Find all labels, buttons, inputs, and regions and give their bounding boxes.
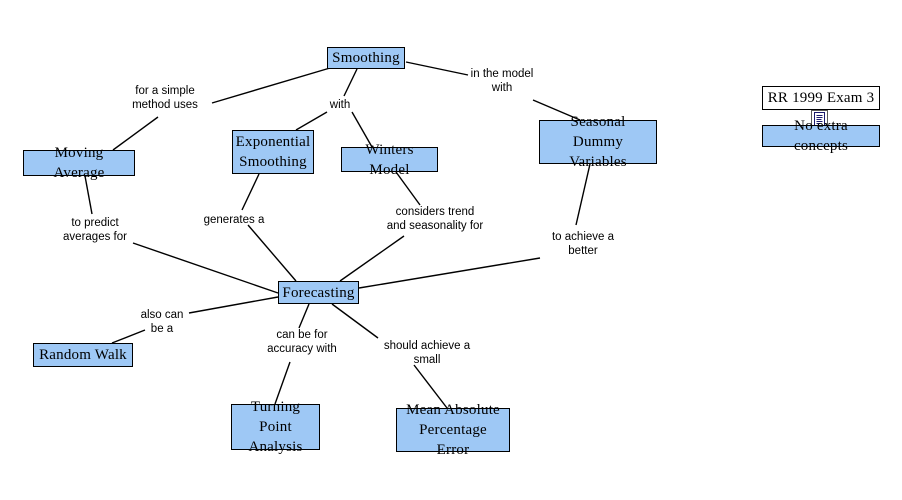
edge-label-simple-to-moving-average xyxy=(112,116,159,151)
node-mean-absolute-percentage-error[interactable]: Mean Absolute Percentage Error xyxy=(396,402,510,458)
edge-forecasting-to-label-alsocan xyxy=(188,296,279,314)
node-forecasting[interactable]: Forecasting xyxy=(278,281,359,304)
node-moving-average[interactable]: Moving Average xyxy=(23,145,135,181)
edge-label-achieve-to-forecasting xyxy=(358,257,541,289)
edge-forecasting-to-label-small xyxy=(331,303,379,339)
edge-label-predict-to-forecasting xyxy=(132,242,279,294)
edge-label-with-to-exponential xyxy=(295,111,328,131)
edge-label-with-to-winters xyxy=(351,111,373,148)
edge-smoothing-to-label-inmodel xyxy=(405,61,469,76)
link-label-with: with xyxy=(329,99,351,111)
node-exponential-smoothing[interactable]: Exponential Smoothing xyxy=(232,130,314,174)
link-label-can-be-for-accuracy-with: can be for accuracy with xyxy=(267,329,337,355)
node-random-walk[interactable]: Random Walk xyxy=(33,343,133,367)
edge-smoothing-to-label-with xyxy=(343,68,358,97)
link-label-in-the-model-with: in the model with xyxy=(470,68,534,94)
link-label-for-a-simple-method-uses: for a simple method uses xyxy=(132,85,198,111)
edge-forecasting-to-label-accuracy xyxy=(298,303,310,329)
node-no-extra-concepts[interactable]: No extra concepts xyxy=(762,118,880,154)
node-seasonal-dummy-variables[interactable]: Seasonal Dummy Variables xyxy=(539,114,657,170)
edge-label-small-to-mape xyxy=(413,364,448,409)
node-turning-point-analysis[interactable]: Turning Point Analysis xyxy=(231,399,320,455)
node-smoothing[interactable]: Smoothing xyxy=(327,47,405,69)
node-winters-model[interactable]: Winters Model xyxy=(341,142,438,178)
edge-seasonal-to-label-achieve xyxy=(575,163,591,226)
link-label-considers-trend-and-seasonality-for: considers trend and seasonality for xyxy=(386,206,484,232)
edge-smoothing-to-label-simple xyxy=(211,67,331,104)
link-label-to-predict-averages-for: to predict averages for xyxy=(63,217,127,243)
link-label-to-achieve-a-better: to achieve a better xyxy=(551,231,615,257)
edge-label-inmodel-to-seasonal xyxy=(532,99,581,121)
link-label-generates-a: generates a xyxy=(203,214,265,226)
edge-label-alsocan-to-random-walk xyxy=(111,329,146,344)
link-label-also-can-be-a: also can be a xyxy=(140,309,184,335)
edge-moving-average-to-label-predict xyxy=(84,175,93,215)
edge-label-generates-to-forecasting xyxy=(247,224,297,282)
edge-label-considers-to-forecasting xyxy=(339,235,405,282)
resource-box-rr-1999-exam-3[interactable]: RR 1999 Exam 3 xyxy=(762,86,880,110)
edge-exponential-to-label-generates xyxy=(241,173,260,211)
edge-winters-to-label-considers xyxy=(395,171,421,206)
edge-label-accuracy-to-turning-point xyxy=(274,361,291,405)
link-label-should-achieve-a-small: should achieve a small xyxy=(383,340,471,366)
